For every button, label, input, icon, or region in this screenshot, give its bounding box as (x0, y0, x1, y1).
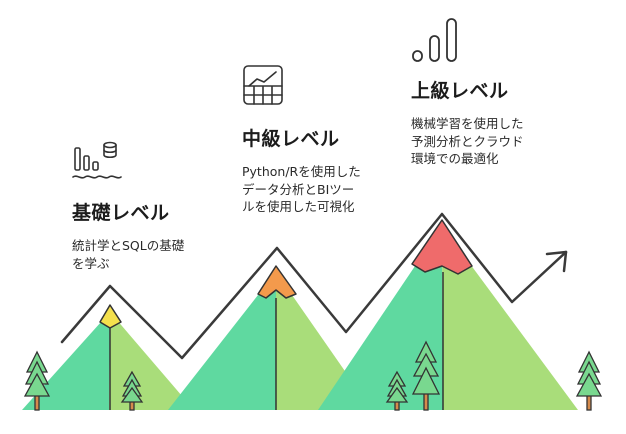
peak-cap-advanced (411, 219, 473, 275)
mountain-advanced (318, 219, 578, 410)
level-advanced: 上級レベル 機械学習を使用した 予測分析とクラウド 環境での最適化 (411, 16, 524, 168)
level-description: 機械学習を使用した 予測分析とクラウド 環境での最適化 (411, 116, 524, 166)
tree-3 (385, 370, 409, 411)
peak-cap-basic (99, 304, 122, 329)
database-bar-chart-icon (72, 141, 122, 179)
tree-4 (411, 340, 441, 411)
level-title: 上級レベル (411, 80, 509, 102)
tree-2 (120, 370, 144, 411)
level-description: 統計学とSQLの基礎 を学ぶ (72, 238, 185, 271)
level-intermediate: 中級レベル Python/Rを使用した データ分析とBIツー ルを使用した可視化 (242, 62, 361, 216)
progress-line (60, 212, 568, 360)
progress-arrowhead (545, 250, 568, 273)
level-title: 中級レベル (242, 128, 340, 150)
ascending-bars-icon (412, 18, 457, 62)
level-title: 基礎レベル (72, 202, 170, 224)
peak-cap-intermediate (257, 265, 297, 299)
level-description: Python/Rを使用した データ分析とBIツー ルを使用した可視化 (242, 164, 361, 214)
level-basic: 基礎レベル 統計学とSQLの基礎 を学ぶ (72, 138, 184, 272)
tree-1 (23, 350, 51, 411)
line-chart-grid-icon (243, 65, 283, 105)
tree-5 (575, 350, 603, 411)
